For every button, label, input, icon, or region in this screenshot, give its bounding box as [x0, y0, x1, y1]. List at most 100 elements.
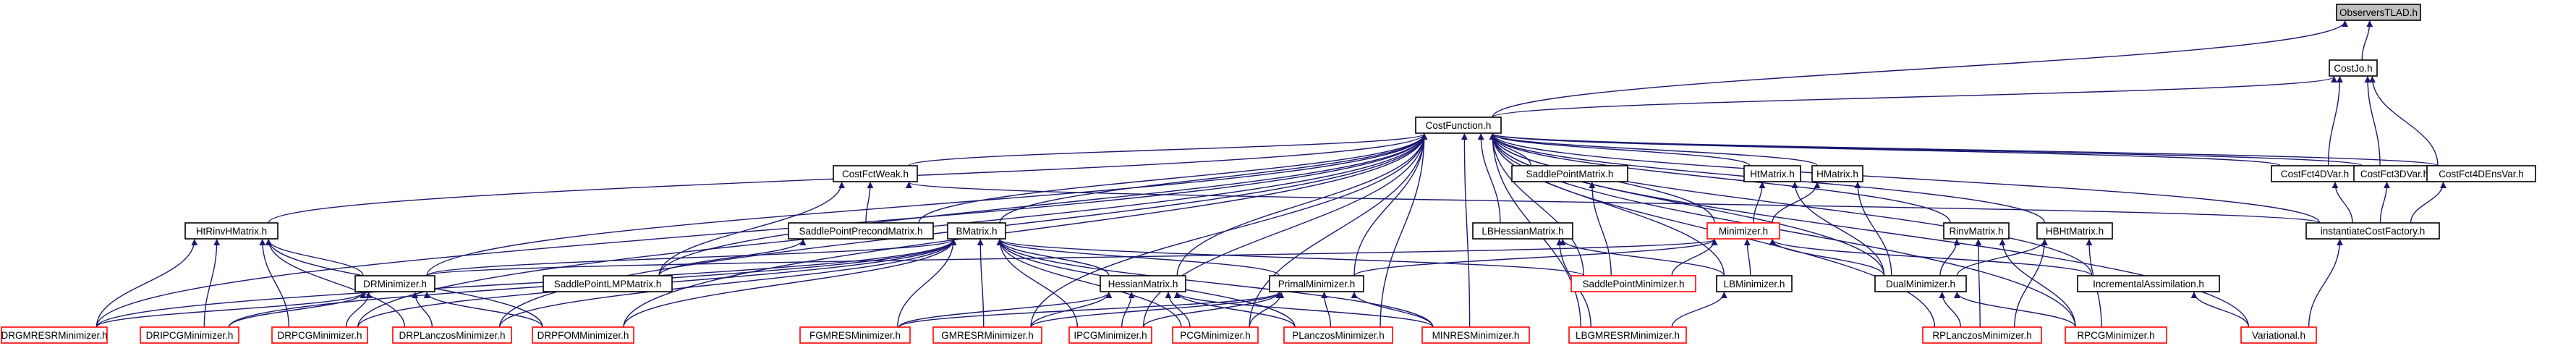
- graph-node-n29[interactable]: DRPLanczosMinimizer.h: [392, 326, 512, 344]
- dependency-edge-n12-n29: [498, 239, 957, 328]
- dependency-edge-n10-n29: [265, 239, 406, 328]
- dependency-edge-n14-n21: [1353, 239, 1718, 276]
- dependency-edge-n2-n17: [1489, 133, 2321, 224]
- graph-node-n14[interactable]: Minimizer.h: [1706, 222, 1780, 240]
- node-label: PrimalMinimizer.h: [1278, 279, 1356, 289]
- dependency-edge-n20-n33: [1121, 292, 1135, 328]
- graph-node-n38[interactable]: RPLanczosMinimizer.h: [1922, 326, 2042, 344]
- dependency-edge-n25-n40: [2190, 292, 2250, 328]
- graph-node-n10[interactable]: HtRinvHMatrix.h: [184, 222, 279, 240]
- node-box: [392, 326, 512, 344]
- dependency-edge-n2-n8: [1489, 133, 1751, 166]
- graph-node-n25[interactable]: IncrementalAssimilation.h: [2077, 275, 2220, 292]
- graph-node-n20[interactable]: HessianMatrix.h: [1100, 275, 1186, 292]
- graph-node-n8[interactable]: HtMatrix.h: [1743, 165, 1801, 182]
- graph-node-n22[interactable]: SaddlePointMinimizer.h: [1570, 275, 1696, 292]
- graph-node-n39[interactable]: RPCGMinimizer.h: [2065, 326, 2167, 344]
- dependency-edge-n2-n30: [623, 133, 1428, 328]
- node-box: [1100, 275, 1186, 292]
- graph-node-n6[interactable]: CostFctWeak.h: [833, 165, 918, 182]
- dependency-edge-n15-n39: [1999, 239, 2076, 328]
- graph-node-n31[interactable]: FGMRESMinimizer.h: [799, 326, 911, 344]
- graph-node-n17[interactable]: instantiateCostFactory.h: [2305, 222, 2440, 240]
- dependency-edge-n2-n34: [1249, 133, 1428, 328]
- graph-node-n1[interactable]: CostJo.h: [2329, 59, 2378, 77]
- dependency-edge-n14-n18: [426, 239, 1717, 276]
- node-box: [2305, 222, 2440, 240]
- graph-node-n32[interactable]: GMRESRMinimizer.h: [932, 326, 1042, 344]
- dependency-edge-n20-n34: [1165, 292, 1191, 328]
- graph-node-n34[interactable]: PCGMinimizer.h: [1172, 326, 1259, 344]
- dependency-edge-n2-n25: [1489, 133, 2093, 276]
- node-label: DualMinimizer.h: [1886, 279, 1955, 289]
- graph-node-n28[interactable]: DRPCGMinimizer.h: [271, 326, 368, 344]
- graph-node-n4[interactable]: CostFct3DVar.h: [2353, 165, 2436, 182]
- node-box: [1716, 275, 1793, 292]
- dependency-edge-n24-n39: [1953, 292, 2076, 328]
- node-box: [833, 165, 918, 182]
- node-label: HBHtMatrix.h: [2046, 226, 2104, 237]
- graph-node-n23[interactable]: LBMinimizer.h: [1716, 275, 1793, 292]
- graph-node-n40[interactable]: Variational.h: [2240, 326, 2317, 344]
- node-label: SaddlePointMatrix.h: [1526, 169, 1614, 179]
- graph-node-n2[interactable]: CostFunction.h: [1415, 117, 1502, 134]
- graph-node-n11[interactable]: SaddlePointPrecondMatrix.h: [788, 222, 934, 240]
- graph-node-n12[interactable]: BMatrix.h: [947, 222, 1006, 240]
- graph-node-n18[interactable]: DRMinimizer.h: [354, 275, 435, 292]
- dependency-edge-n15-n38: [1975, 239, 1982, 328]
- node-label: HtMatrix.h: [1750, 169, 1795, 179]
- graph-node-n13[interactable]: LBHessianMatrix.h: [1472, 222, 1573, 240]
- graph-node-n24[interactable]: DualMinimizer.h: [1874, 275, 1967, 292]
- graph-node-n5[interactable]: CostFct4DEnsVar.h: [2426, 165, 2536, 182]
- graph-node-n0[interactable]: ObserversTLAD.h: [2336, 4, 2421, 21]
- dependency-edge-n12-n33: [996, 239, 1079, 328]
- node-box: [2240, 326, 2317, 344]
- node-label: LBMinimizer.h: [1724, 279, 1785, 289]
- node-label: DRIPCGMinimizer.h: [146, 330, 234, 341]
- dependency-edge-n12-n32: [977, 239, 985, 328]
- node-label: instantiateCostFactory.h: [2321, 226, 2426, 237]
- dependency-edge-n16-n38: [2014, 239, 2048, 328]
- dependency-edge-n2-n20: [1176, 133, 1428, 276]
- dependency-edge-n20-n36: [1173, 292, 1434, 328]
- graph-node-n19[interactable]: SaddlePointLMPMatrix.h: [543, 275, 673, 292]
- dependency-edge-n18-n28: [345, 292, 373, 328]
- graph-node-n26[interactable]: DRGMRESRMinimizer.h: [1, 326, 108, 344]
- node-label: PCGMinimizer.h: [1180, 330, 1251, 341]
- graph-node-n21[interactable]: PrimalMinimizer.h: [1269, 275, 1364, 292]
- dependency-edge-n20-n31: [898, 292, 1113, 328]
- graph-node-n30[interactable]: DRPFOMMinimizer.h: [532, 326, 634, 344]
- dependency-edge-n6-n11: [865, 182, 874, 224]
- node-box: [947, 222, 1006, 240]
- graph-node-n3[interactable]: CostFct4DVar.h: [2271, 165, 2359, 182]
- node-label: CostJo.h: [2334, 63, 2372, 74]
- graph-node-n27[interactable]: DRIPCGMinimizer.h: [140, 326, 239, 344]
- node-label: CostFunction.h: [1426, 120, 1492, 131]
- node-label: SaddlePointMinimizer.h: [1582, 279, 1684, 289]
- graph-node-n7[interactable]: SaddlePointMatrix.h: [1511, 165, 1628, 182]
- node-label: Variational.h: [2252, 330, 2305, 341]
- dependency-edge-n1-n4: [2364, 76, 2381, 166]
- node-label: ObserversTLAD.h: [2339, 7, 2418, 18]
- graph-node-n35[interactable]: PLanczosMinimizer.h: [1283, 326, 1393, 344]
- graph-node-n16[interactable]: HBHtMatrix.h: [2036, 222, 2113, 240]
- dependency-edge-n10-n18: [265, 239, 364, 276]
- graph-node-n36[interactable]: MINRESMinimizer.h: [1421, 326, 1530, 344]
- node-box: [1811, 165, 1863, 182]
- graph-node-n37[interactable]: LBGMRESRMinimizer.h: [1568, 326, 1687, 344]
- dependency-edge-n2-n12: [999, 133, 1428, 224]
- graph-node-n15[interactable]: RinvMatrix.h: [1943, 222, 2010, 240]
- dependency-edge-n20-n35: [1173, 292, 1296, 328]
- node-label: MINRESMinimizer.h: [1432, 330, 1520, 341]
- graph-node-n9[interactable]: HMatrix.h: [1811, 165, 1863, 182]
- node-box: [1511, 165, 1628, 182]
- dependency-edge-n18-n30: [423, 292, 543, 328]
- dependency-edge-n2-n26: [95, 133, 1428, 328]
- dependency-edge-n2-n18: [426, 133, 1428, 276]
- dependency-edge-n21-n34: [1249, 292, 1285, 328]
- node-label: HMatrix.h: [1816, 169, 1858, 179]
- node-label: BMatrix.h: [956, 226, 997, 237]
- dependency-edge-n21-n33: [1142, 292, 1283, 328]
- dependency-edge-n2-n13: [1477, 133, 1501, 224]
- graph-node-n33[interactable]: IPCGMinimizer.h: [1068, 326, 1152, 344]
